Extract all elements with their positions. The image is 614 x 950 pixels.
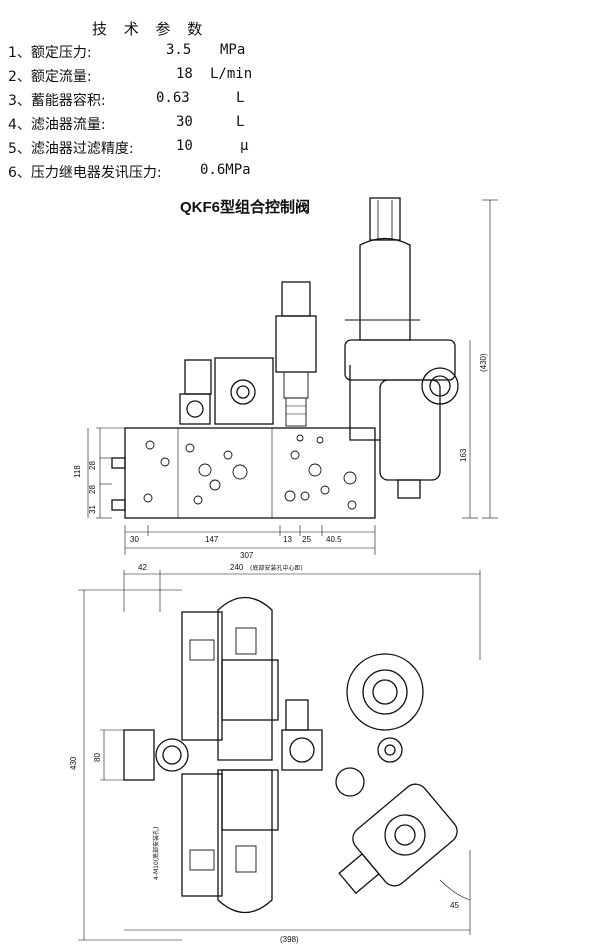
dim-45-angle: 45 (450, 901, 459, 910)
figure-title: QKF6型组合控制阀 (180, 199, 311, 216)
elbow-port (335, 767, 365, 797)
solenoid-valve-block (214, 357, 274, 425)
angled-filter (338, 783, 458, 895)
accumulator-port (377, 737, 403, 763)
spec-value: 3.5 (166, 42, 192, 58)
manifold-ports (143, 434, 357, 510)
center-block (281, 729, 323, 771)
spec-label: 3、蓄能器容积: (8, 93, 106, 109)
dim-28b: 28 (88, 485, 97, 494)
valve-plate-upper (221, 659, 279, 721)
spec-value: 18 (176, 66, 193, 82)
front-view (87, 197, 498, 555)
front-dimension-labels: 118 28 28 31 30 147 13 25 40.5 307 163 (… (73, 353, 488, 560)
dim-42: 42 (138, 563, 147, 572)
dim-118: 118 (73, 465, 82, 478)
dim-13: 13 (283, 535, 292, 544)
solenoid-stack-upper (181, 611, 223, 741)
filter-cap (369, 197, 401, 241)
solenoid-stack-lower (181, 773, 223, 897)
dim-398: (398) (280, 935, 299, 944)
spec-row: 6、压力继电器发讯压力: 0.6MPa (8, 162, 328, 186)
dim-147: 147 (205, 535, 219, 544)
dim-430-top: 430 (69, 756, 78, 770)
spec-label: 2、额定流量: (8, 69, 92, 85)
pressure-switch-top-view (285, 699, 309, 731)
dim-307: 307 (240, 551, 254, 560)
manifold-block (124, 427, 376, 519)
pressure-switch-knob (285, 397, 307, 427)
dim-30: 30 (130, 535, 139, 544)
filter-bowl (379, 379, 441, 481)
spec-value: 10 (176, 138, 193, 154)
plug (111, 457, 126, 469)
valve-plate-lower (221, 769, 279, 831)
spec-value: 30 (176, 114, 193, 130)
dim-163: 163 (459, 448, 468, 462)
filter-drain (397, 479, 421, 499)
mounting-hole-note: 4-M10(底部安装孔) (152, 827, 160, 880)
dim-80: 80 (93, 753, 102, 762)
spec-unit: μ (240, 138, 249, 154)
spec-unit: L (236, 114, 245, 130)
spec-unit: L (236, 90, 245, 106)
spec-label: 6、压力继电器发讯压力: (8, 165, 162, 181)
filter-head-top (346, 653, 424, 731)
spec-label: 1、额定压力: (8, 45, 92, 61)
filter-head (344, 339, 456, 381)
dim-31: 31 (88, 505, 97, 514)
accumulator-body (359, 237, 411, 341)
dim-240-note: (底部安装孔中心距) (250, 564, 303, 572)
spec-label: 4、滤油器流量: (8, 117, 106, 133)
spec-unit: L/min (210, 66, 253, 82)
spec-row: 4、滤油器流量: 30 L (8, 114, 328, 138)
spec-row: 1、额定压力: 3.5 MPa (8, 42, 328, 66)
specs-title: 技 术 参 数 (92, 20, 209, 38)
spec-label: 5、滤油器过滤精度: (8, 141, 134, 157)
spec-value: 0.6MPa (200, 162, 251, 178)
dim-240: 240 (230, 563, 244, 572)
spec-row: 2、额定流量: 18 L/min (8, 66, 328, 90)
top-view (78, 570, 481, 941)
valve-cap (184, 359, 212, 395)
dim-28a: 28 (88, 461, 97, 470)
top-dimension-labels: 42 240 (底部安装孔中心距) 430 80 (398) 45 4-M10(… (69, 563, 459, 944)
spec-row: 3、蓄能器容积: 0.63 L (8, 90, 328, 114)
plug (111, 499, 126, 511)
dim-430-front: (430) (479, 353, 488, 372)
valve-knob (179, 393, 211, 425)
front-dimensions (87, 199, 498, 555)
solenoid-capsule-upper (217, 597, 273, 761)
pressure-switch-top (281, 281, 311, 317)
solenoid-capsule-lower (217, 769, 273, 913)
main-port (155, 738, 189, 772)
dim-25: 25 (302, 535, 311, 544)
spec-value: 0.63 (156, 90, 190, 106)
side-flange (123, 729, 155, 781)
pressure-switch-body (275, 315, 317, 373)
spec-unit: MPa (220, 42, 246, 58)
dim-40-5: 40.5 (326, 535, 342, 544)
spec-row: 5、滤油器过滤精度: 10 μ (8, 138, 328, 162)
top-dimensions (78, 570, 481, 941)
